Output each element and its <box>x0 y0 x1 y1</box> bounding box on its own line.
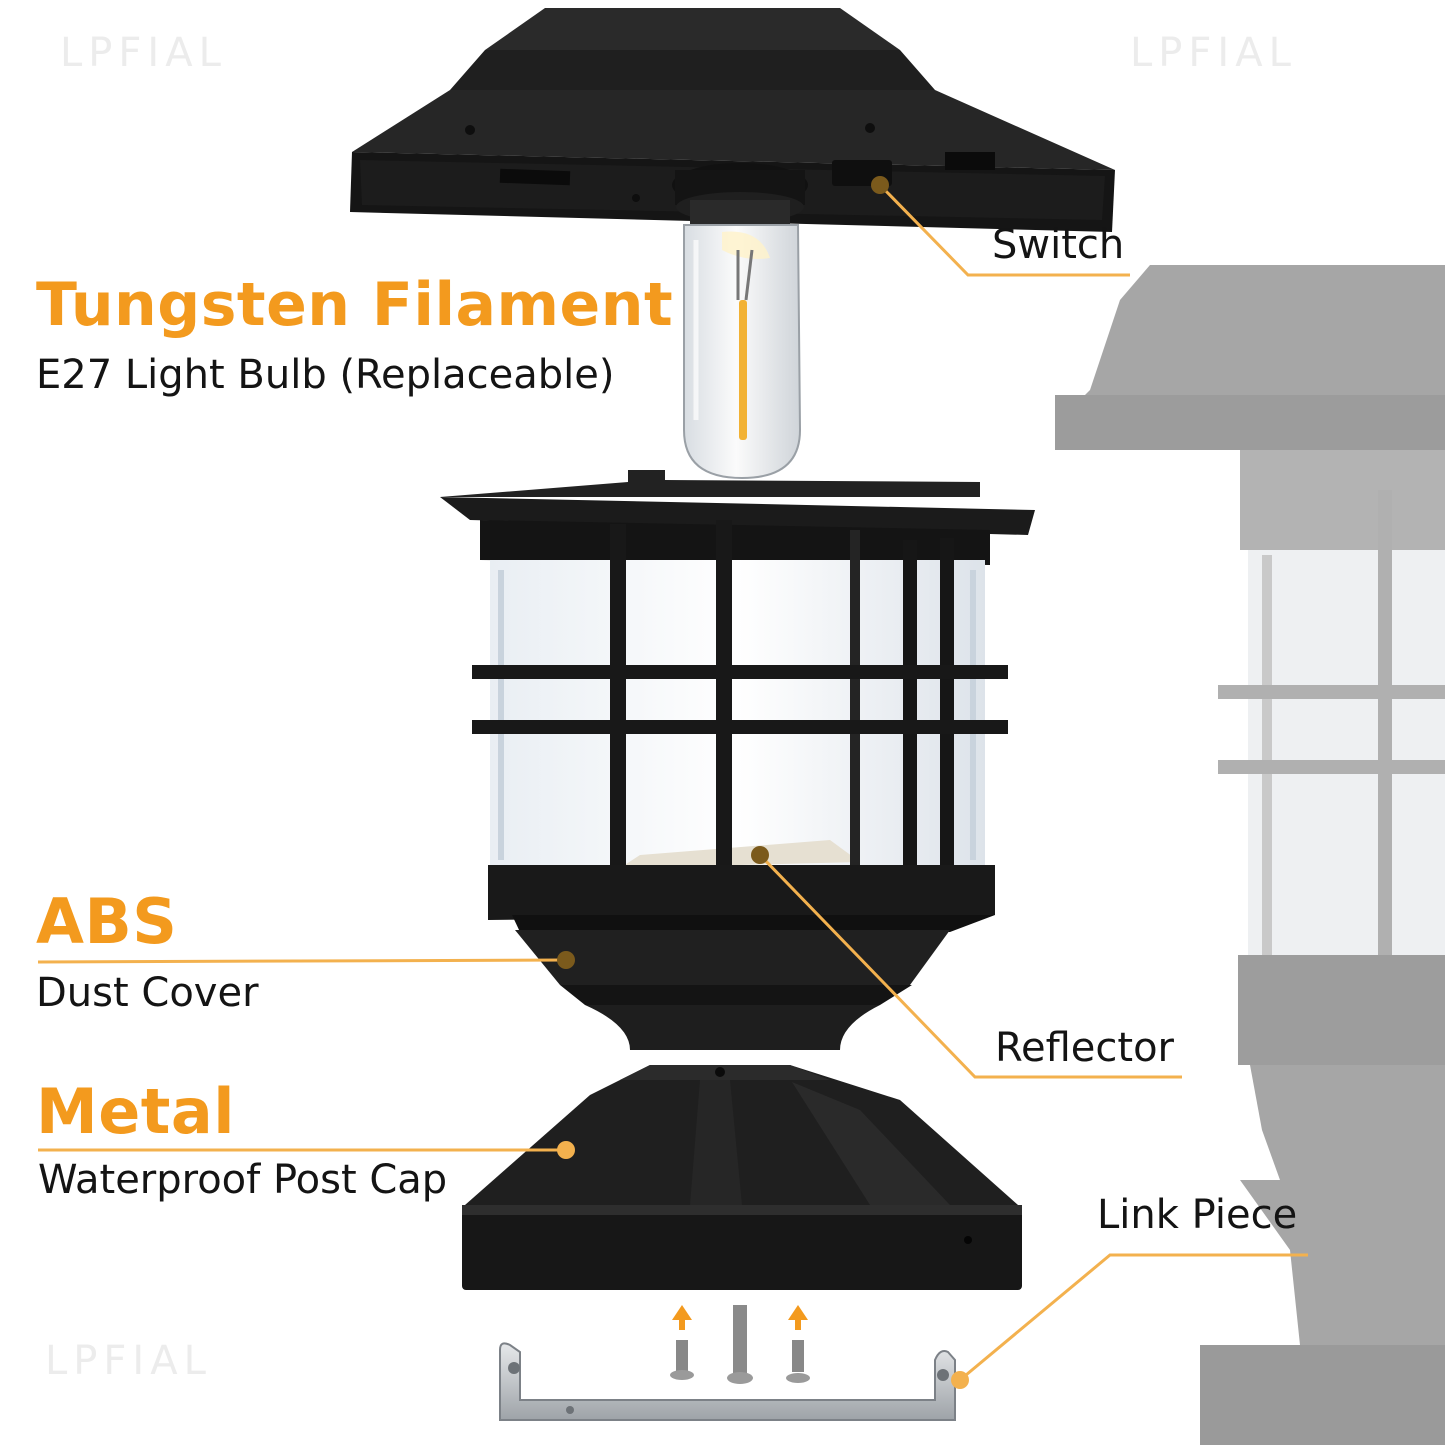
bulb <box>683 200 802 480</box>
lantern-body <box>440 470 1035 1050</box>
abs-title: ABS <box>36 885 178 958</box>
callout-lines <box>37 183 1308 1382</box>
abs-subtitle: Dust Cover <box>36 970 259 1016</box>
metal-title: Metal <box>36 1075 235 1148</box>
link-piece-bracket <box>499 1342 956 1421</box>
watermark-top-right: LPFIAL <box>1130 30 1297 76</box>
filament-title: Tungsten Filament <box>36 270 674 340</box>
callout-dots <box>557 176 969 1389</box>
metal-subtitle: Waterproof Post Cap <box>38 1157 448 1203</box>
watermark-top-left: LPFIAL <box>60 30 227 76</box>
screws <box>670 1305 810 1384</box>
ghost-lamp <box>1055 265 1445 1445</box>
filament-subtitle: E27 Light Bulb (Replaceable) <box>36 352 615 398</box>
watermark-bottom-left: LPFIAL <box>45 1338 212 1384</box>
reflector-label: Reflector <box>995 1025 1175 1071</box>
switch-label: Switch <box>992 222 1125 268</box>
solar-top-cap <box>350 8 1115 232</box>
link-piece-label: Link Piece <box>1097 1192 1298 1238</box>
post-cap <box>462 1065 1022 1290</box>
